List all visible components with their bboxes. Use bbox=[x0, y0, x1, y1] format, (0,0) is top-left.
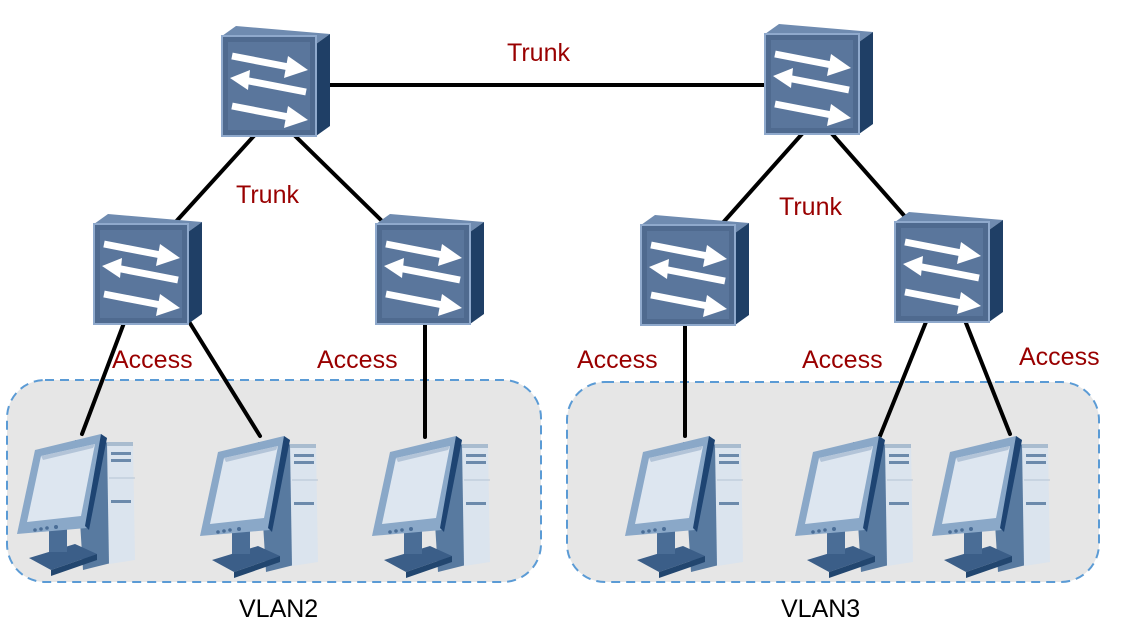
link-access1-pc2 bbox=[186, 318, 262, 438]
access-label: Access bbox=[802, 346, 883, 374]
link-core2-access3 bbox=[718, 123, 812, 228]
access-label: Access bbox=[1019, 343, 1100, 371]
access-label: Access bbox=[577, 346, 658, 374]
link-access4-pc6 bbox=[962, 316, 1012, 436]
vlan3-label: VLAN3 bbox=[781, 595, 860, 623]
switch-icon[interactable] bbox=[641, 215, 749, 325]
switch-icon[interactable] bbox=[94, 214, 202, 324]
switch-icon[interactable] bbox=[765, 24, 873, 134]
link-core2-access4 bbox=[824, 125, 910, 222]
trunk-label-top: Trunk bbox=[507, 39, 570, 67]
link-access1-pc1 bbox=[80, 313, 129, 436]
switch-icon[interactable] bbox=[376, 214, 484, 324]
trunk-label-right: Trunk bbox=[779, 193, 842, 221]
switch-icon[interactable] bbox=[895, 212, 1003, 322]
trunk-label-left: Trunk bbox=[236, 181, 299, 209]
link-access4-pc5 bbox=[878, 310, 932, 438]
switch-icon[interactable] bbox=[222, 26, 330, 136]
link-core1-access1 bbox=[170, 125, 264, 228]
link-core1-access2 bbox=[285, 126, 385, 224]
access-label: Access bbox=[112, 346, 193, 374]
vlan2-label: VLAN2 bbox=[239, 595, 318, 623]
access-label: Access bbox=[317, 346, 398, 374]
